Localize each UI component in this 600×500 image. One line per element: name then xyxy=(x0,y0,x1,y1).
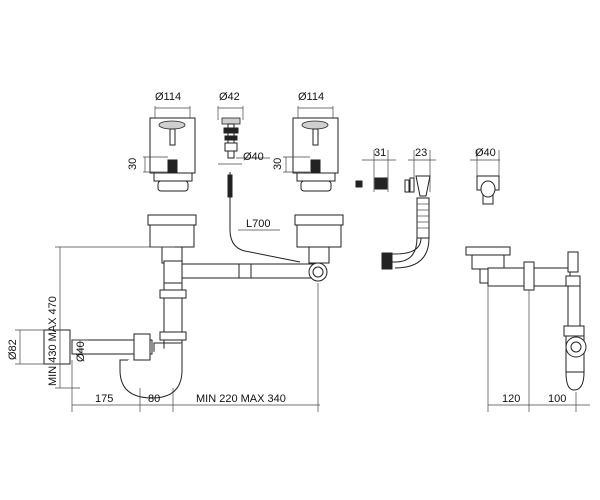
label-w80: 80 xyxy=(148,393,160,405)
label-w31: 31 xyxy=(374,147,386,159)
label-h30-right: 30 xyxy=(272,158,284,170)
side-view-assembly xyxy=(465,246,587,391)
label-span: MIN 220 MAX 340 xyxy=(196,393,286,405)
label-w175: 175 xyxy=(95,393,113,405)
label-w100: 100 xyxy=(548,393,566,405)
label-d114-left: Ø114 xyxy=(155,91,181,103)
right-strainer-basket xyxy=(283,106,339,192)
label-d40-elbow: Ø40 xyxy=(475,147,496,159)
label-height-range: MIN 430 MAX 470 xyxy=(47,296,59,386)
dimension-lines xyxy=(15,229,590,412)
label-w23: 23 xyxy=(415,147,427,159)
label-w120: 120 xyxy=(502,393,520,405)
label-h30-left: 30 xyxy=(127,158,139,170)
label-l700: L700 xyxy=(246,218,270,230)
left-strainer-basket xyxy=(143,106,196,192)
label-d42: Ø42 xyxy=(219,91,240,103)
overflow-parts xyxy=(355,150,436,270)
popup-plug xyxy=(217,106,270,165)
label-d82: Ø82 xyxy=(7,339,19,360)
front-view-assembly xyxy=(43,172,344,399)
label-d40-top: Ø40 xyxy=(243,151,264,163)
overflow-elbow xyxy=(470,150,500,205)
label-d40-pipe: Ø40 xyxy=(75,341,87,362)
label-d114-right: Ø114 xyxy=(298,91,324,103)
